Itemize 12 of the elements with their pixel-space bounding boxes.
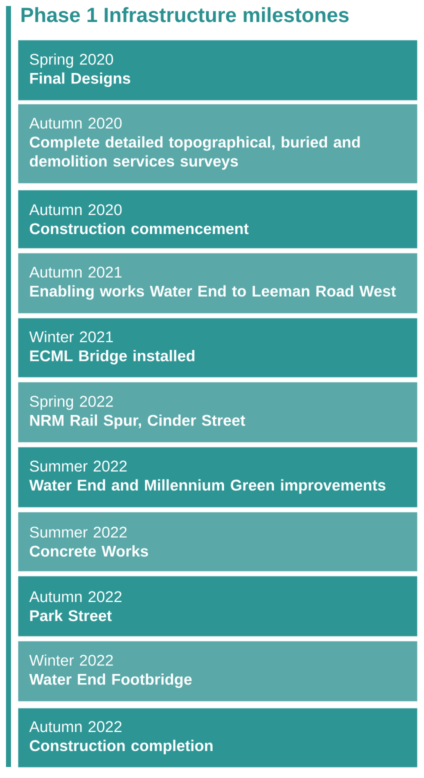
milestone-box: Spring 2020 Final Designs <box>18 40 418 100</box>
milestone-box: Autumn 2022 Park Street <box>18 576 418 636</box>
milestone-box: Winter 2021 ECML Bridge installed <box>18 318 418 378</box>
milestone-box: Summer 2022 Water End and Millennium Green improvements <box>18 447 418 508</box>
milestone-box: Spring 2022 NRM Rail Spur, Cinder Street <box>18 382 418 442</box>
milestone-box: Autumn 2020 Complete detailed topographical, buried and demolition services surveys <box>18 104 418 184</box>
milestone-box: Winter 2022 Water End Footbridge <box>18 641 418 702</box>
milestone-box: Autumn 2020 Construction commencement <box>18 190 418 248</box>
milestone-box: Autumn 2021 Enabling works Water End to Leeman Road West <box>18 253 418 314</box>
milestone-box: Autumn 2022 Construction completion <box>18 708 418 768</box>
milestone-box: Summer 2022 Concrete Works <box>18 512 418 572</box>
title: Phase 1 Infrastructure milestones <box>22 7 349 22</box>
